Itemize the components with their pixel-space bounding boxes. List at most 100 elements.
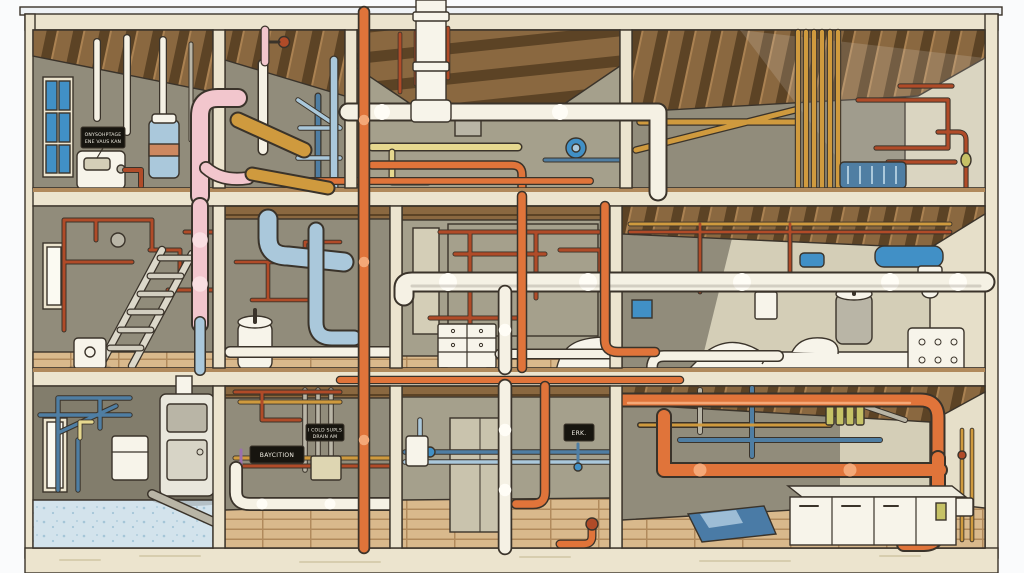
knob xyxy=(934,356,942,364)
red-wall-runs xyxy=(855,83,969,191)
gauge xyxy=(110,232,126,248)
pane xyxy=(45,112,58,143)
white-main xyxy=(395,273,994,305)
tag-text-line2: DRAIN AM xyxy=(313,434,338,440)
room-bottom-laundry xyxy=(32,375,228,549)
drain-pipe xyxy=(556,524,596,548)
knob xyxy=(918,356,926,364)
hot-water-main-loop xyxy=(614,392,948,552)
red-pipe-network xyxy=(61,217,216,333)
blue-vent xyxy=(799,252,825,268)
pane xyxy=(58,80,71,111)
floor-mat xyxy=(686,505,778,543)
pink-insulated-riser xyxy=(190,88,336,376)
yellow-stub xyxy=(78,420,94,440)
softener-drain-pipe xyxy=(123,168,143,188)
pink-elbow-top xyxy=(192,90,246,204)
ceiling-copper-run xyxy=(627,221,953,295)
tag-plate xyxy=(305,423,345,442)
tag-text-line2: ENE VAUS KAN xyxy=(85,139,121,145)
cornice xyxy=(24,13,999,31)
stud-top-1 xyxy=(212,29,226,189)
floor-duct xyxy=(148,490,218,526)
knob xyxy=(934,338,942,346)
pump-hub xyxy=(571,143,581,153)
duct-drop xyxy=(309,223,361,345)
hot-water-riser-b xyxy=(510,190,551,510)
coupling xyxy=(412,61,450,72)
folded-towel xyxy=(700,510,743,528)
tag-text-line1: I COLD SUPLS xyxy=(308,428,342,434)
knob xyxy=(950,356,958,364)
floor-edge-upper xyxy=(33,188,985,192)
dial xyxy=(196,448,204,456)
copper-riser-bundle xyxy=(794,28,842,194)
electrical-panel xyxy=(631,299,653,319)
orange-branch xyxy=(368,161,526,200)
tee-fitting xyxy=(410,99,452,123)
stud-bottom-2 xyxy=(389,385,403,549)
control-console xyxy=(907,327,965,375)
tag-pump: ERK. xyxy=(563,423,595,472)
foundation-texture xyxy=(59,555,921,563)
wall-lamp xyxy=(960,152,972,168)
foundation xyxy=(24,547,999,573)
canister-band xyxy=(148,143,180,157)
floor xyxy=(32,351,214,369)
water-softener xyxy=(76,150,144,190)
tag-text: ERK. xyxy=(571,430,586,437)
pane xyxy=(45,80,58,111)
canister-cap xyxy=(151,113,177,124)
drain-cap xyxy=(585,517,599,531)
tag-plate xyxy=(80,126,126,149)
console-body xyxy=(907,327,965,375)
knob xyxy=(478,328,484,334)
furnace-panel xyxy=(166,403,208,433)
pvc-vent-stack xyxy=(412,0,450,117)
copper-lines xyxy=(960,428,974,542)
pot-port xyxy=(84,346,96,358)
standpipes xyxy=(93,34,194,143)
room-bottom-workshop xyxy=(614,385,986,552)
duct-ribs xyxy=(847,166,897,184)
knob xyxy=(478,342,484,348)
tag-pointer xyxy=(96,147,104,159)
furnace xyxy=(147,375,228,527)
tag-reception: BAYCITION xyxy=(249,445,305,464)
stud-bottom-3 xyxy=(609,385,623,549)
coupling xyxy=(412,11,450,22)
expansion-tank xyxy=(234,308,276,374)
tag-water-softener: ONYSOHPTAGE ENE VAUS KAN xyxy=(80,126,126,159)
tag-text: BAYCITION xyxy=(260,452,294,459)
ladder xyxy=(97,245,197,371)
rungs xyxy=(107,255,194,351)
tag-supply: I COLD SUPLS DRAIN AM xyxy=(305,423,345,442)
panel-lines xyxy=(831,496,917,546)
white-run xyxy=(647,351,783,373)
wall-outlet xyxy=(754,291,778,320)
red-lines xyxy=(856,84,968,190)
hot-water-riser-c xyxy=(599,200,661,358)
flue xyxy=(175,375,193,397)
room-mid-ladder xyxy=(32,205,216,372)
white-drain xyxy=(230,462,398,510)
furnace-door xyxy=(166,439,208,481)
floor-drain-assembly xyxy=(555,517,599,549)
drawer-lines xyxy=(437,323,497,369)
orange-run-upper xyxy=(616,394,944,468)
body xyxy=(789,496,957,546)
knob xyxy=(950,338,958,346)
tag-plate xyxy=(249,445,305,464)
wall-cabinet xyxy=(111,435,149,481)
duct-elbow xyxy=(259,210,353,271)
room-top-pink-supply xyxy=(224,25,346,193)
stud-bottom-1 xyxy=(212,385,226,549)
room-bottom-reception: BAYCITION I COLD SUPLS DRAIN AM xyxy=(224,385,399,549)
pink-branch xyxy=(200,162,254,185)
room-top-copper-risers xyxy=(631,28,986,194)
knob xyxy=(450,342,456,348)
pane xyxy=(58,112,71,143)
white-drain-main-mid xyxy=(393,271,996,307)
wall-box xyxy=(954,497,974,517)
wall-fixture xyxy=(405,435,429,467)
